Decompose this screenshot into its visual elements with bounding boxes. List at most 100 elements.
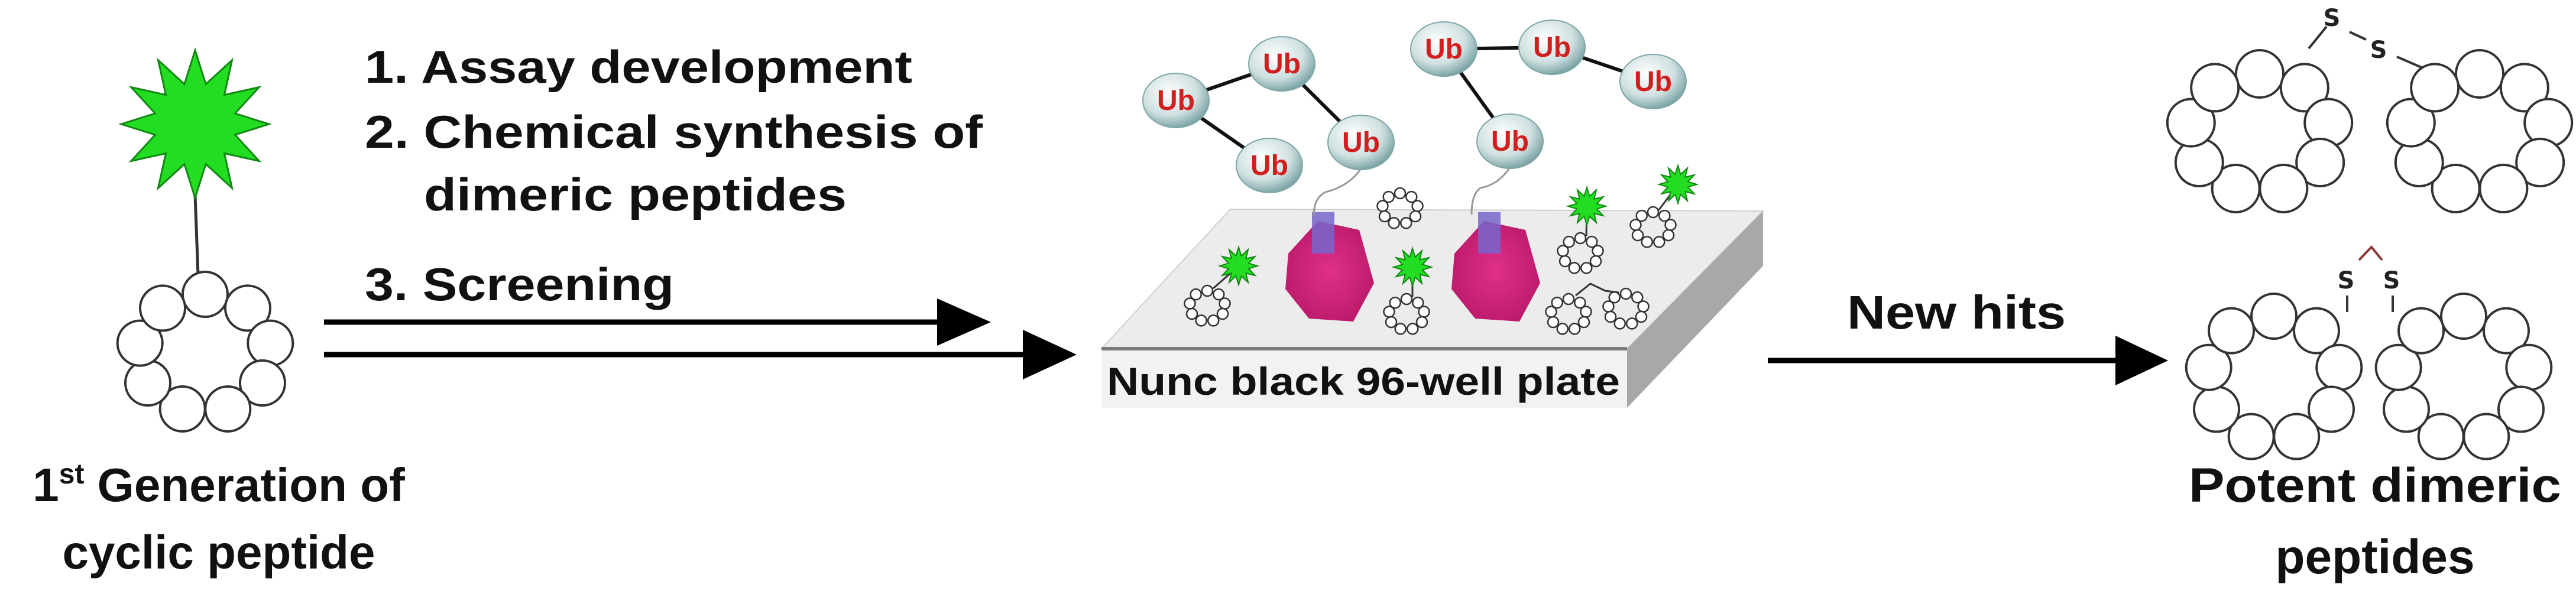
labeled-peptide xyxy=(1184,284,1231,327)
amino-acid-residue xyxy=(1418,306,1430,318)
amino-acid-residue xyxy=(1405,190,1418,203)
free-peptide xyxy=(1376,187,1424,229)
ubiquitin-sphere: Ub xyxy=(1619,54,1687,109)
amino-acid-residue xyxy=(1415,316,1428,329)
amino-acid-residue xyxy=(2307,385,2355,433)
amino-acid-residue xyxy=(1411,200,1424,212)
amino-acid-residue xyxy=(1592,245,1604,257)
amino-acid-residue xyxy=(1653,236,1666,248)
first-generation-label-line1: 1st Generation of xyxy=(33,459,405,511)
plate-contents xyxy=(1184,163,1699,335)
labeled-peptide xyxy=(1557,232,1604,274)
amino-acid-residue xyxy=(1547,316,1560,329)
amino-acid-residue xyxy=(2279,63,2329,113)
ubiquitin-label: Ub xyxy=(1263,48,1301,80)
amino-acid-residue xyxy=(139,284,187,332)
ubiquitin-sphere: Ub xyxy=(1248,36,1315,92)
amino-acid-residue xyxy=(2193,385,2241,433)
amino-acid-residue xyxy=(1574,296,1586,309)
cyclic-peptide-ring xyxy=(116,271,294,433)
amino-acid-residue xyxy=(182,271,229,318)
amino-acid-residue xyxy=(2515,138,2565,187)
ubiquitin-label: Ub xyxy=(1250,150,1288,181)
amino-acid-residue xyxy=(1201,284,1214,297)
ubiquitin-label: Ub xyxy=(1634,66,1672,98)
step-3-label: 3. Screening xyxy=(365,258,674,310)
amino-acid-residue xyxy=(1184,297,1196,310)
ubiquitin-sphere: Ub xyxy=(1476,113,1544,169)
target-protein xyxy=(1285,221,1374,322)
amino-acid-residue xyxy=(1635,310,1648,323)
amino-acid-residue xyxy=(1195,314,1207,327)
sulfur-label: S xyxy=(2324,5,2341,32)
amino-acid-residue xyxy=(2250,293,2298,340)
amino-acid-residue xyxy=(2166,98,2216,148)
amino-acid-residue xyxy=(1219,297,1231,310)
amino-acid-residue xyxy=(1574,232,1587,245)
amino-acid-residue xyxy=(2386,98,2436,148)
amino-acid-residue xyxy=(1394,187,1407,200)
cyclic-peptide-ring xyxy=(2166,49,2354,213)
amino-acid-residue xyxy=(2374,343,2422,391)
amino-acid-residue xyxy=(1409,210,1422,223)
amino-acid-residue xyxy=(2505,343,2553,391)
amino-acid-residue xyxy=(2208,307,2256,355)
arrowhead-icon xyxy=(1023,330,1077,379)
amino-acid-residue xyxy=(2455,49,2504,99)
dimeric-peptides: S S S S xyxy=(2166,5,2574,460)
ubiquitin-sphere: Ub xyxy=(1327,115,1395,170)
amino-acid-residue xyxy=(2185,343,2232,391)
potent-dimeric-label-line2: peptides xyxy=(2275,530,2474,584)
amino-acid-residue xyxy=(247,319,294,367)
ubiquitin-label: Ub xyxy=(1491,126,1529,157)
amino-acid-residue xyxy=(1569,323,1581,335)
amino-acid-residue xyxy=(1635,209,1648,222)
amino-acid-residue xyxy=(1376,200,1389,212)
amino-acid-residue xyxy=(1641,236,1653,248)
sulfur-label: S xyxy=(2383,267,2400,294)
amino-acid-residue xyxy=(1216,307,1229,320)
amino-acid-residue xyxy=(2482,307,2530,355)
amino-acid-residue xyxy=(1556,323,1569,335)
amino-acid-residue xyxy=(158,385,206,433)
amino-acid-residue xyxy=(1400,217,1412,229)
amino-acid-residue xyxy=(2410,63,2460,113)
amino-acid-residue xyxy=(2235,49,2285,99)
plate-label: Nunc black 96-well plate xyxy=(1107,359,1620,403)
amino-acid-residue xyxy=(2292,307,2340,355)
step-2-label: 2. Chemical synthesis of xyxy=(365,106,983,158)
amino-acid-residue xyxy=(1631,291,1644,304)
arrowhead-icon xyxy=(2115,336,2168,385)
amino-acid-residue xyxy=(1637,300,1650,313)
ubiquitin-sphere: Ub xyxy=(1410,21,1477,77)
fluorophore-star-icon xyxy=(1217,245,1260,287)
cyclic-peptide-ring xyxy=(2185,293,2363,460)
amino-acid-residue xyxy=(204,385,252,433)
amino-acid-residue xyxy=(1580,262,1593,274)
amino-acid-residue xyxy=(1647,206,1660,219)
amino-acid-residue xyxy=(2211,163,2261,213)
amino-acid-residue xyxy=(1389,296,1401,309)
amino-acid-residue xyxy=(1545,306,1557,318)
plate-side-face xyxy=(1627,211,1763,408)
new-hits-arrow xyxy=(1768,336,2168,385)
amino-acid-residue xyxy=(1602,300,1615,313)
amino-acid-residue xyxy=(1412,296,1424,309)
amino-acid-residue xyxy=(2315,343,2363,391)
amino-acid-residue xyxy=(1190,288,1202,301)
amino-acid-residue xyxy=(1562,293,1575,306)
dimeric-peptide-half xyxy=(1602,287,1650,330)
amino-acid-residue xyxy=(1619,287,1632,300)
amino-acid-residue xyxy=(2499,63,2549,113)
cyclic-peptide-ring xyxy=(2374,293,2553,460)
amino-acid-residue xyxy=(2497,385,2545,433)
first-generation-label-line2: cyclic peptide xyxy=(62,526,375,579)
amino-acid-residue xyxy=(1378,210,1391,223)
protein-tag xyxy=(1312,212,1334,254)
ubiquitin-label: Ub xyxy=(1425,34,1463,65)
protein-tag xyxy=(1478,212,1501,254)
amino-acid-residue xyxy=(1662,229,1675,242)
amino-acid-residue xyxy=(1383,306,1395,318)
